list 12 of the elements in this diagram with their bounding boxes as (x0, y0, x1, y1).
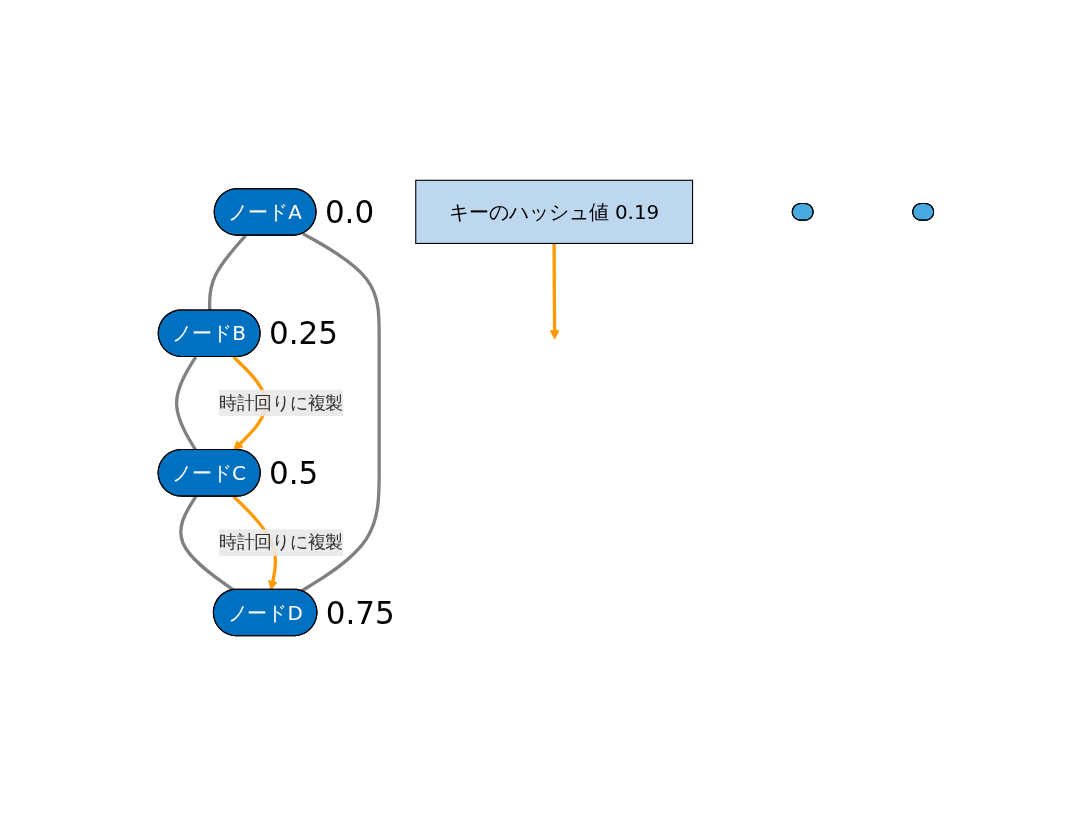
node-box: キーのハッシュ値 0.19 (414, 179, 693, 244)
connector (174, 356, 197, 451)
hash-position-label: 0.75 (325, 594, 395, 631)
connector (207, 234, 247, 311)
arrow (549, 243, 560, 340)
hash-position-label: 0.0 (324, 193, 374, 230)
edge-label: 時計回りに複製 (218, 531, 343, 553)
connector (178, 495, 235, 592)
hash-position-label: 0.5 (268, 454, 318, 491)
hash-position-label: 0.25 (268, 315, 338, 352)
connector (300, 232, 381, 593)
edge-label: 時計回りに複製 (218, 391, 343, 413)
